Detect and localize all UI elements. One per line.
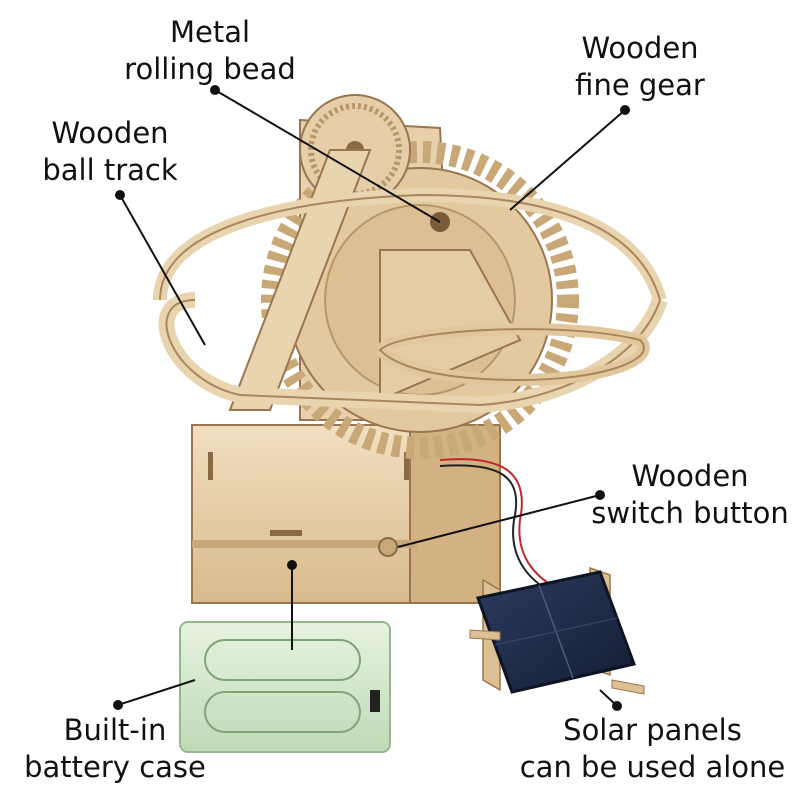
label-solar-panels: Solar panels can be used alone	[510, 712, 795, 786]
solar-panel	[469, 566, 645, 695]
leader-dot-icon	[115, 190, 125, 200]
leader-dot-icon	[287, 560, 297, 570]
label-line: Solar panels	[563, 713, 742, 747]
label-line: Wooden	[631, 459, 749, 493]
leader-dot-icon	[612, 701, 622, 711]
label-line: switch button	[591, 496, 789, 530]
label-line: ball track	[42, 153, 178, 187]
label-metal-rolling-bead: Metal rolling bead	[110, 14, 310, 88]
label-built-in-battery-case: Built-in battery case	[15, 712, 215, 786]
leader-dot-icon	[113, 700, 123, 710]
leader-lines	[113, 85, 630, 711]
label-line: battery case	[24, 750, 206, 784]
label-wooden-fine-gear: Wooden fine gear	[555, 30, 725, 104]
leader-dot-icon	[620, 105, 630, 115]
wooden-switch-button	[378, 537, 398, 557]
label-line: Wooden	[51, 116, 169, 150]
label-wooden-ball-track: Wooden ball track	[20, 115, 200, 189]
leader-dot-icon	[210, 85, 220, 95]
label-line: can be used alone	[519, 750, 786, 784]
label-line: Built-in	[63, 713, 167, 747]
label-line: Wooden	[581, 31, 699, 65]
label-wooden-switch-button: Wooden switch button	[585, 458, 795, 532]
label-line: rolling bead	[124, 52, 296, 86]
label-line: fine gear	[575, 68, 705, 102]
leader-dot-icon	[595, 490, 605, 500]
label-line: Metal	[169, 15, 251, 49]
wooden-ball-track	[153, 187, 668, 414]
battery-case	[179, 621, 391, 753]
